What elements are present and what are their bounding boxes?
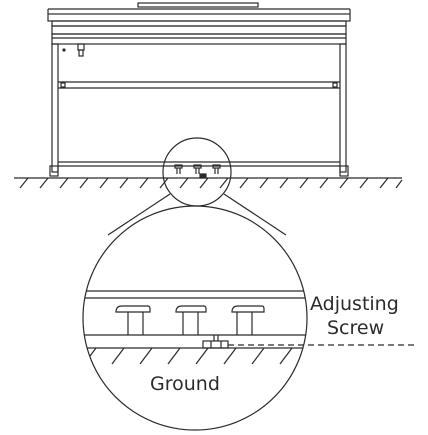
right-leg — [339, 43, 347, 173]
cabinet-top — [47, 13, 351, 22]
adjusting-screw — [202, 335, 229, 349]
ground-top — [14, 177, 403, 189]
left-leg — [51, 43, 59, 173]
zoom-connector-left — [107, 193, 171, 236]
adjusting-label-line1: Adjusting — [310, 293, 399, 315]
right-foot — [339, 165, 349, 177]
music-rest — [137, 2, 259, 8]
pedals-small — [174, 164, 221, 179]
magnified-detail — [83, 290, 307, 365]
zoom-connector-right — [223, 193, 287, 236]
pedal-left — [115, 305, 151, 335]
pedal-right — [231, 305, 265, 335]
zoom-circle-large — [82, 205, 308, 431]
piano-front-view — [47, 2, 351, 179]
keybed-rail — [51, 33, 347, 45]
headphone-hook — [77, 43, 85, 51]
zoom-circle-small — [162, 137, 232, 207]
adjusting-label-line2: Screw — [327, 317, 384, 339]
left-foot — [49, 165, 59, 177]
pedal-center — [175, 305, 207, 335]
ground-label: Ground — [150, 373, 220, 395]
key-cover — [51, 20, 347, 27]
keyboard-area — [51, 25, 347, 35]
